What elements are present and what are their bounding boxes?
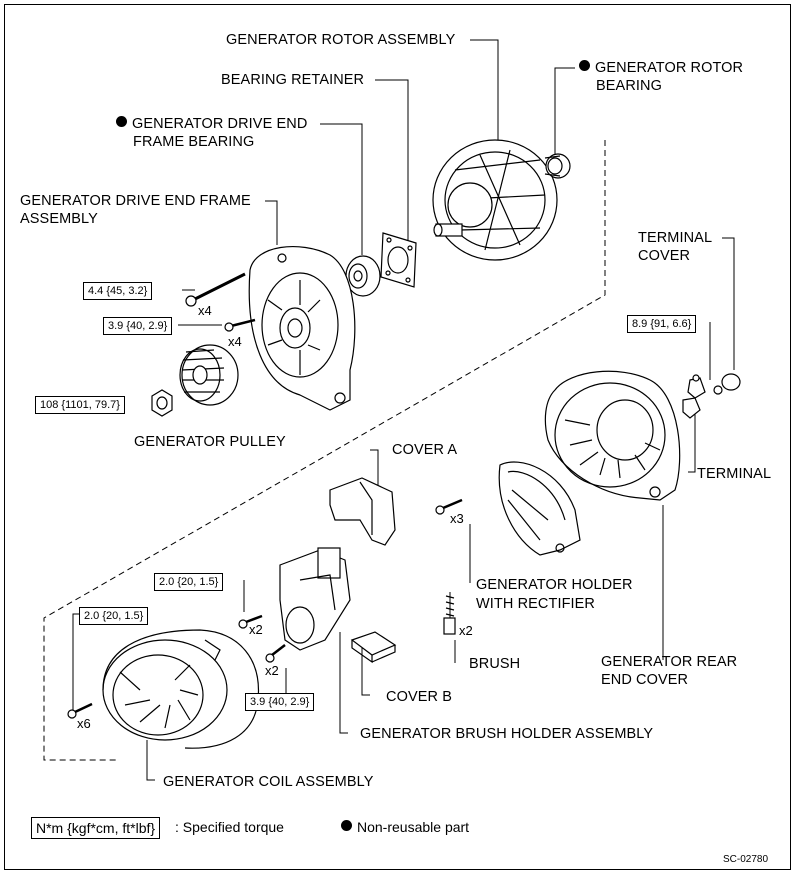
label-drive-end-frame: GENERATOR DRIVE END FRAME	[20, 193, 251, 209]
label-rotor-assembly: GENERATOR ROTOR ASSEMBLY	[226, 32, 456, 48]
holder-rectifier-drawing	[498, 461, 581, 556]
legend-torque-desc: : Specified torque	[175, 819, 284, 835]
label-drive-end-bearing: GENERATOR DRIVE END	[116, 115, 307, 133]
qty-brush-holder-screw: x2	[249, 622, 263, 637]
torque-screw-frame: 3.9 {40, 2.9}	[103, 317, 173, 335]
terminal-drawing	[682, 373, 741, 419]
label-rear-end-cover: GENERATOR REAR	[601, 654, 738, 670]
label-rear-end-cover-line2: END COVER	[601, 672, 689, 688]
torque-brush-holder-screw: 2.0 {20, 1.5}	[154, 573, 224, 591]
coil-screw-drawing	[67, 702, 93, 719]
label-cover-b: COVER B	[386, 689, 452, 705]
label-rotor-bearing-line2: BEARING	[596, 78, 662, 94]
label-holder-rectifier-line2: WITH RECTIFIER	[476, 596, 595, 612]
label-brush: BRUSH	[469, 656, 521, 672]
pulley-drawing	[179, 344, 239, 406]
brush-holder-drawing	[238, 547, 351, 663]
rotor-bearing-drawing	[544, 153, 571, 179]
drive-end-frame-drawing	[248, 245, 356, 411]
bearing-retainer-drawing	[380, 232, 417, 288]
torque-brush-holder-lower: 3.9 {40, 2.9}	[245, 693, 315, 711]
label-cover-a: COVER A	[392, 442, 458, 458]
diagram-frame	[4, 4, 791, 870]
rotor-assembly-drawing	[432, 139, 558, 261]
assembly-dashed-outline	[43, 140, 606, 761]
qty-bolt-frame: x4	[198, 303, 212, 318]
label-drive-end-frame-line2: ASSEMBLY	[20, 211, 98, 227]
label-bearing-retainer: BEARING RETAINER	[221, 72, 365, 88]
non-reusable-dot-icon	[341, 820, 352, 831]
torque-coil-screw: 2.0 {20, 1.5}	[79, 607, 149, 625]
non-reusable-dot-icon	[116, 116, 127, 127]
label-rotor-bearing: GENERATOR ROTOR	[579, 59, 743, 77]
holder-screws-drawing	[435, 498, 463, 515]
cover-b-drawing	[350, 631, 397, 664]
qty-screw-frame: x4	[228, 334, 242, 349]
qty-brush-holder-lower: x2	[265, 663, 279, 678]
qty-coil-screw: x6	[77, 716, 91, 731]
non-reusable-dot-icon	[579, 60, 590, 71]
qty-brush: x2	[459, 623, 473, 638]
label-holder-rectifier: GENERATOR HOLDER	[476, 577, 633, 593]
figure-code: SC-02780	[723, 854, 769, 865]
torque-bolt-frame: 4.4 {45, 3.2}	[83, 282, 153, 300]
qty-holder-screw: x3	[450, 511, 464, 526]
label-drive-end-bearing-line2: FRAME BEARING	[133, 134, 255, 150]
rear-end-cover-drawing	[544, 370, 681, 501]
legend-non-reusable: Non-reusable part	[341, 818, 469, 836]
cover-a-drawing	[329, 477, 396, 546]
torque-terminal-nut: 8.9 {91, 6.6}	[627, 315, 697, 333]
label-terminal-cover: TERMINAL	[638, 230, 713, 246]
legend-torque-units: N*m {kgf*cm, ft*lbf}	[31, 817, 161, 839]
coil-assembly-drawing	[102, 629, 260, 749]
label-terminal-cover-line2: COVER	[638, 248, 691, 264]
torque-pulley-nut: 108 {1101, 79.7}	[35, 396, 125, 414]
pulley-nut-drawing	[151, 389, 173, 417]
leader-lines	[72, 39, 735, 781]
brush-drawing	[443, 592, 456, 635]
label-brush-holder: GENERATOR BRUSH HOLDER ASSEMBLY	[360, 726, 654, 742]
label-pulley: GENERATOR PULLEY	[134, 434, 286, 450]
label-coil-assembly: GENERATOR COIL ASSEMBLY	[163, 774, 374, 790]
label-terminal: TERMINAL	[697, 466, 772, 482]
frame-bolts-drawing	[185, 272, 256, 332]
